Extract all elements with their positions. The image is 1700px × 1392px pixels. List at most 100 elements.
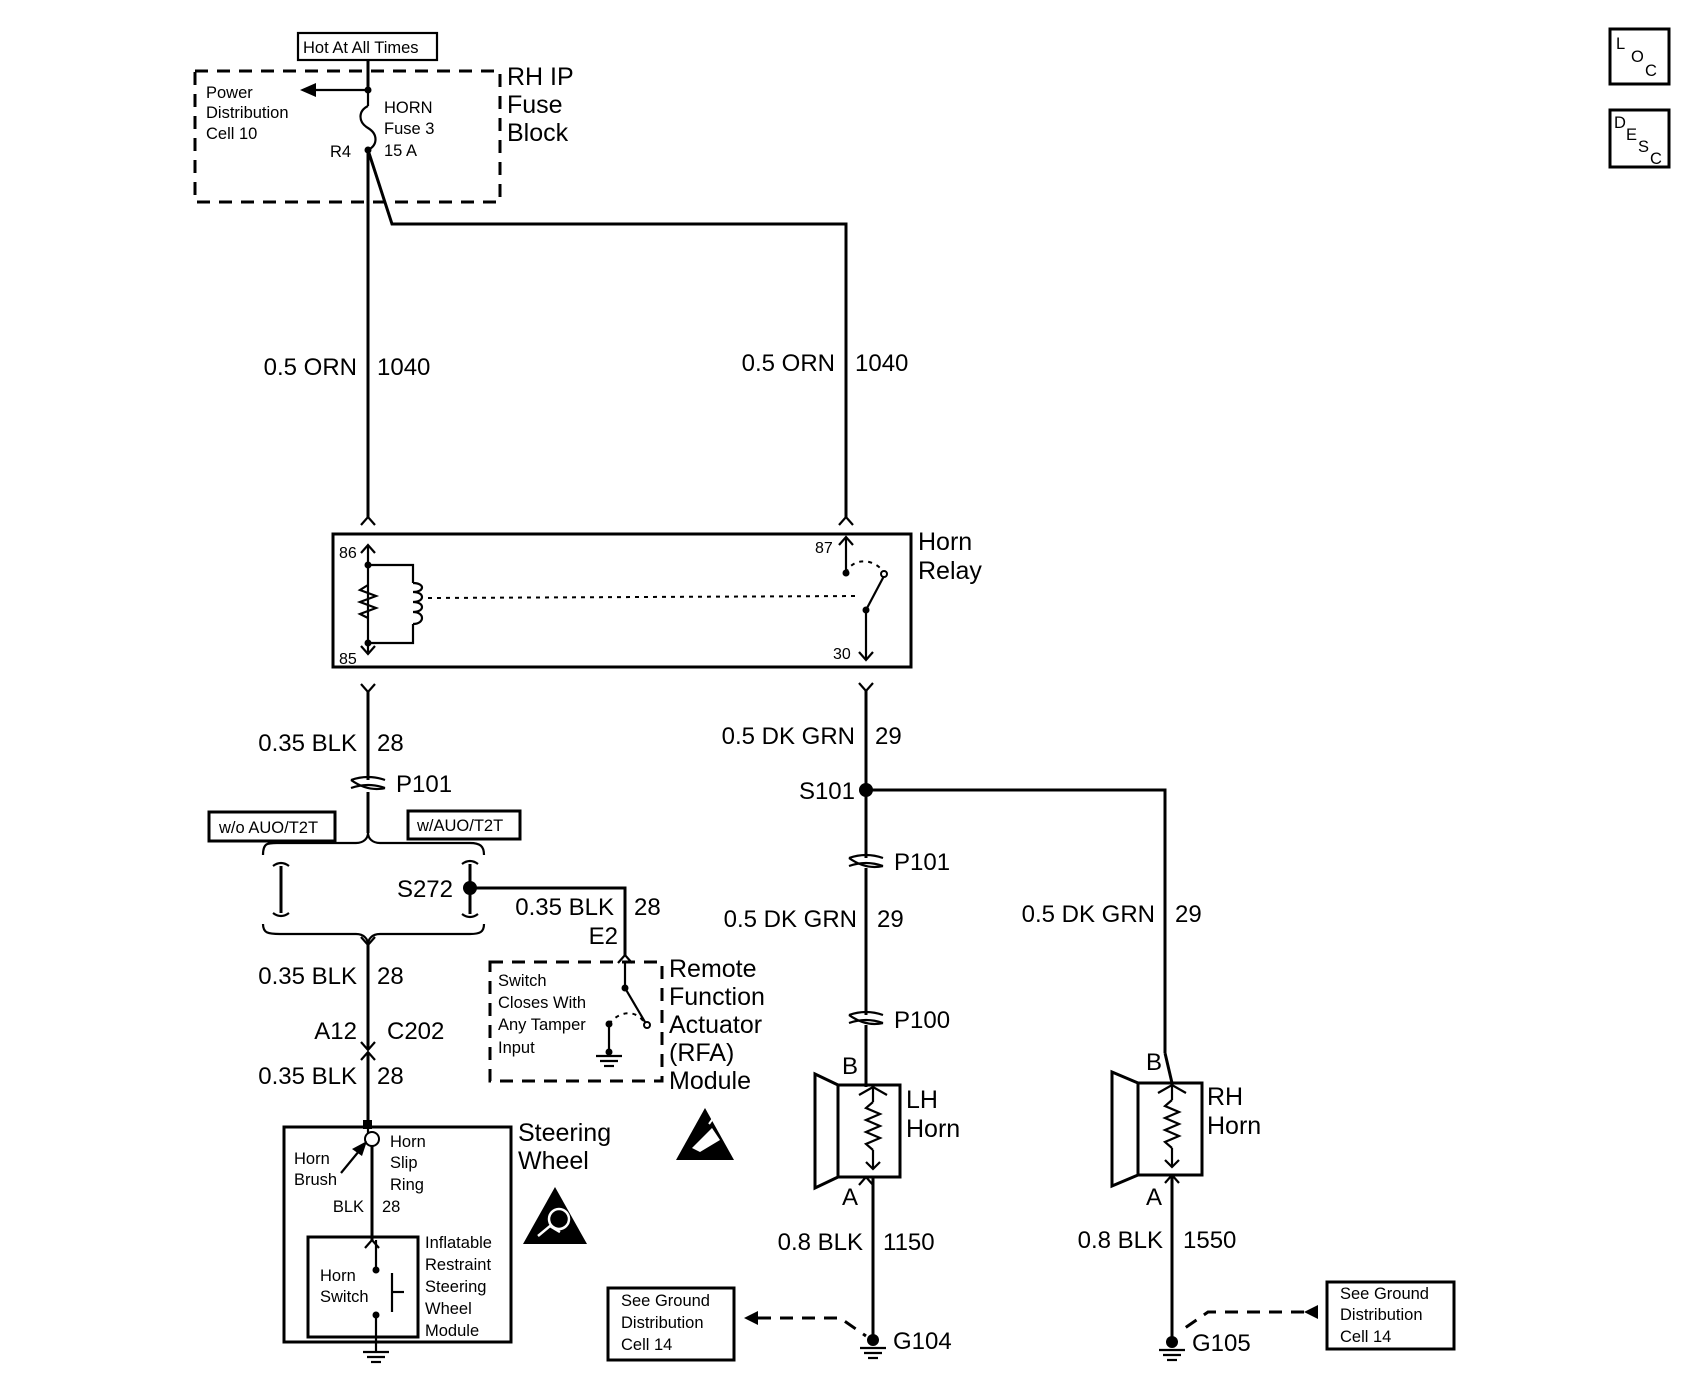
rfa-note-4: Input xyxy=(498,1039,535,1057)
steering-wheel-title-1: Steering xyxy=(518,1119,611,1147)
lh-horn-pin-b: B xyxy=(842,1053,858,1080)
rfa-title-1: Remote xyxy=(669,955,757,983)
svg-text:Cell 14: Cell 14 xyxy=(1340,1328,1391,1346)
inflatable-restraint-label-1: Inflatable xyxy=(425,1234,492,1252)
svg-text:See Ground: See Ground xyxy=(1340,1285,1429,1303)
wire-29-relay-number: 29 xyxy=(875,723,902,750)
wire-1040-right-gauge: 0.5 ORN xyxy=(742,350,835,377)
relay-linkage xyxy=(427,595,858,599)
inflatable-restraint-label-3: Steering xyxy=(425,1278,486,1296)
fuse-label-3: 15 A xyxy=(384,142,417,160)
horn-brush-label-2: Brush xyxy=(294,1171,337,1189)
connector-p101-right: P101 xyxy=(894,849,950,876)
rfa-tamper-switch-icon xyxy=(605,963,651,1052)
wire-1040-left-gauge: 0.5 ORN xyxy=(264,354,357,381)
rfa-ground-icon xyxy=(596,1048,622,1068)
rfa-title-4: (RFA) xyxy=(669,1039,734,1067)
svg-text:w/AUO/T2T: w/AUO/T2T xyxy=(416,817,503,835)
wire-1040-left-number: 1040 xyxy=(377,354,430,381)
relay-pin-86: 86 xyxy=(339,545,357,562)
option-bracket-top xyxy=(261,832,486,856)
wire-1150-number: 1150 xyxy=(883,1229,935,1256)
desc-button[interactable]: D E S C xyxy=(1608,108,1671,169)
rfa-note-3: Any Tamper xyxy=(498,1016,586,1034)
ground-reference-right[interactable]: See Ground Distribution Cell 14 xyxy=(1325,1280,1456,1351)
fuse-label-2: Fuse 3 xyxy=(384,120,434,138)
horn-slip-ring-label-2: Slip xyxy=(390,1154,418,1172)
relay-pin-30: 30 xyxy=(833,646,851,663)
lh-horn-title-1: LH xyxy=(906,1086,938,1114)
loc-letter-o: O xyxy=(1631,48,1644,66)
loc-letter-c: C xyxy=(1645,62,1657,80)
wire-28-rfa-number: 28 xyxy=(634,894,661,921)
horn-slip-ring-label-1: Horn xyxy=(390,1133,426,1151)
steering-wire-number: 28 xyxy=(382,1198,400,1216)
steering-ground-icon xyxy=(363,1350,389,1364)
rfa-note-2: Closes With xyxy=(498,994,586,1012)
option-bracket-bottom xyxy=(261,923,486,946)
ground-g104: G104 xyxy=(893,1328,952,1355)
lh-horn-pin-a: A xyxy=(842,1184,858,1211)
wire-28-low-gauge: 0.35 BLK xyxy=(258,1063,357,1090)
wire-28-mid-number: 28 xyxy=(377,963,404,990)
horn-switch-label-2: Switch xyxy=(320,1288,369,1306)
power-distribution-line-1: Power xyxy=(206,84,253,102)
relay-switch-contact xyxy=(865,575,885,611)
fuse-label-1: HORN xyxy=(384,99,433,117)
steering-wire-color: BLK xyxy=(333,1198,364,1216)
wire-1040-right xyxy=(366,149,848,517)
horn-switch-label-1: Horn xyxy=(320,1267,356,1285)
splice-s101: S101 xyxy=(799,778,855,805)
rfa-note-1: Switch xyxy=(498,972,547,990)
rfa-title-3: Actuator xyxy=(669,1011,762,1039)
ground-g105-icon xyxy=(1159,1336,1185,1362)
desc-letter-s: S xyxy=(1638,138,1649,156)
lh-horn-icon xyxy=(813,1071,902,1191)
fuse-block-title-2: Fuse xyxy=(507,91,563,119)
rh-horn-title-2: Horn xyxy=(1207,1112,1261,1140)
rh-horn-title-1: RH xyxy=(1207,1083,1243,1111)
svg-text:Distribution: Distribution xyxy=(1340,1306,1423,1324)
horn-relay-title-1: Horn xyxy=(918,528,972,556)
wire-29-rh-horn xyxy=(866,788,1167,1053)
connector-p100: P100 xyxy=(894,1007,950,1034)
wire-29-rh-gauge: 0.5 DK GRN xyxy=(1022,901,1155,928)
ground-g104-icon xyxy=(860,1334,886,1360)
connector-p101-left-icon xyxy=(350,775,386,791)
connector-a12: A12 xyxy=(314,1018,357,1045)
horn-relay-title-2: Relay xyxy=(918,557,982,585)
inflatable-restraint-label-5: Module xyxy=(425,1322,479,1340)
desc-letter-e: E xyxy=(1626,126,1637,144)
wire-29-lh-gauge: 0.5 DK GRN xyxy=(724,906,857,933)
svg-text:w/o AUO/T2T: w/o AUO/T2T xyxy=(218,819,318,837)
ground-ref-right-arrow-icon xyxy=(1304,1305,1318,1319)
wire-28-rfa-gauge: 0.35 BLK xyxy=(515,894,614,921)
inflatable-restraint-label-4: Wheel xyxy=(425,1300,472,1318)
desc-letter-c: C xyxy=(1650,150,1662,168)
rh-horn-pin-a: A xyxy=(1146,1184,1162,1211)
ground-g105: G105 xyxy=(1192,1330,1251,1357)
fuse-block-title-3: Block xyxy=(507,119,569,147)
connector-p101-left: P101 xyxy=(396,771,452,798)
ground-ref-left-arrow-icon xyxy=(744,1311,758,1325)
wire-29-relay-gauge: 0.5 DK GRN xyxy=(722,723,855,750)
relay-pin-85: 85 xyxy=(339,651,357,668)
rh-horn-pin-b: B xyxy=(1146,1049,1162,1076)
esd-warning-icon xyxy=(676,1108,734,1160)
relay-resistor-icon xyxy=(356,584,380,619)
wire-1150-gauge: 0.8 BLK xyxy=(778,1229,863,1256)
option-without-auo-t2t: w/o AUO/T2T xyxy=(207,810,337,843)
loc-button[interactable]: L O C xyxy=(1608,27,1671,86)
rfa-module-box xyxy=(488,960,664,1083)
svg-text:Cell 14: Cell 14 xyxy=(621,1336,672,1354)
inflatable-restraint-module-box xyxy=(306,1235,420,1339)
wire-28-low-number: 28 xyxy=(377,1063,404,1090)
splice-s272: S272 xyxy=(397,876,453,903)
horn-slip-ring-label-3: Ring xyxy=(390,1176,424,1194)
fuse-block-title-1: RH IP xyxy=(507,63,574,91)
ground-reference-left[interactable]: See Ground Distribution Cell 14 xyxy=(606,1286,736,1362)
horn-relay-box xyxy=(331,532,913,669)
horn-switch-icon xyxy=(372,1240,404,1352)
rfa-title-2: Function xyxy=(669,983,765,1011)
